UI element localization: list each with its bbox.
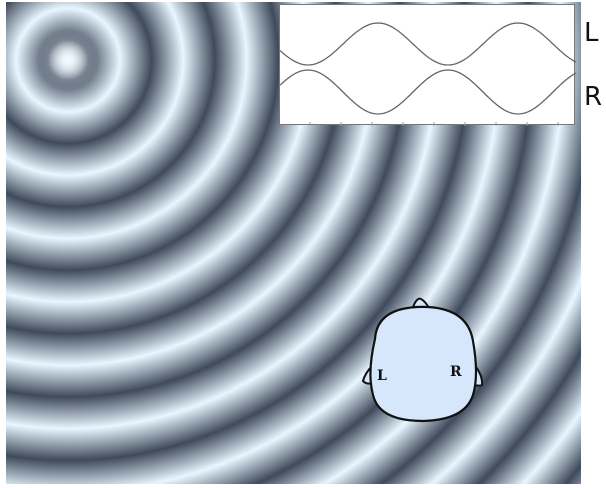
- right-channel-trace: [280, 70, 576, 114]
- listener-head: L R: [355, 295, 495, 430]
- left-channel-label: L: [584, 20, 599, 46]
- head-right-ear-label: R: [450, 364, 462, 380]
- waveform-inset: [279, 4, 575, 125]
- right-channel-label: R: [584, 84, 602, 110]
- left-channel-trace: [280, 23, 576, 65]
- head-left-ear-label: L: [377, 368, 387, 384]
- wave-source: [38, 30, 98, 90]
- waveform-plot: [280, 5, 576, 126]
- axis-ticks: [310, 122, 558, 126]
